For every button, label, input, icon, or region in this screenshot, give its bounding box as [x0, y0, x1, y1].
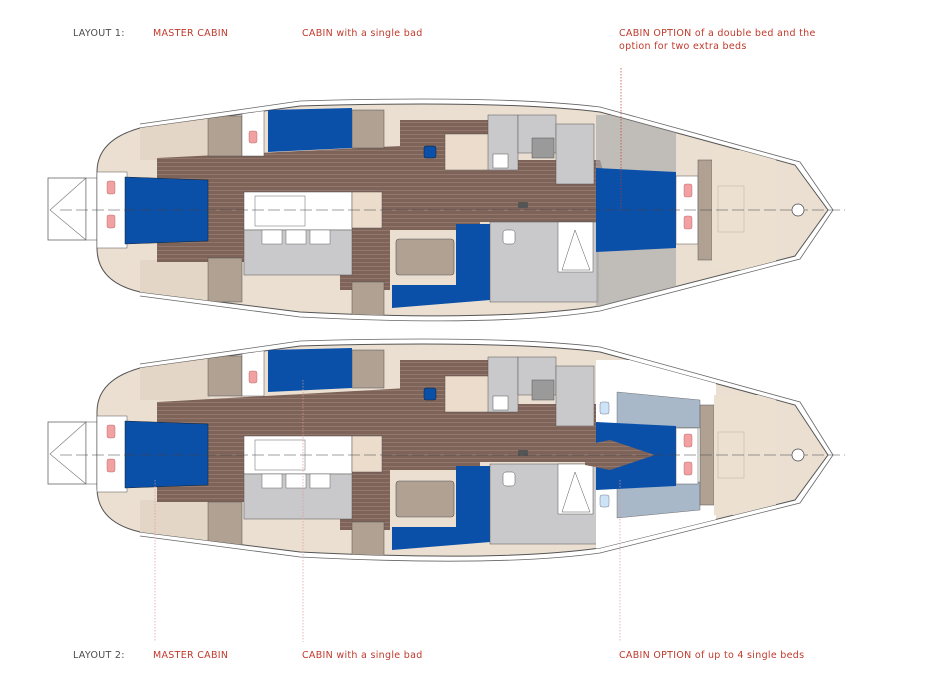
layout1-plan — [47, 68, 845, 322]
hatch — [518, 202, 528, 208]
layout2-master-cabin-label: MASTER CABIN — [153, 650, 229, 661]
wardrobe — [207, 355, 243, 397]
settee — [392, 224, 490, 308]
saloon-table — [395, 238, 455, 276]
master-bed — [124, 420, 209, 489]
wardrobe — [207, 257, 243, 303]
pillow — [248, 370, 258, 384]
hatch — [518, 450, 528, 456]
layout1-master-cabin-label: MASTER CABIN — [153, 28, 229, 39]
toilet — [502, 229, 516, 245]
chart-table — [444, 375, 490, 413]
pillow — [683, 461, 693, 476]
saloon-table — [395, 480, 455, 518]
wardrobe — [351, 109, 385, 149]
pillow — [106, 424, 116, 439]
layout1-cabin-option-label-line2: option for two extra beds — [619, 41, 747, 52]
pillow — [683, 433, 693, 448]
pillow — [683, 183, 693, 198]
pillow — [106, 214, 116, 229]
pillow — [599, 401, 610, 415]
swim-platform — [47, 177, 87, 241]
wardrobe — [351, 521, 385, 557]
companionway-stairs — [351, 435, 383, 473]
nav-seat — [423, 387, 437, 401]
toilet — [502, 471, 516, 487]
chart-table — [444, 133, 490, 171]
wardrobe — [351, 349, 385, 389]
layout1-cabin-option-label-line1: CABIN OPTION of a double bed and the — [619, 28, 816, 39]
wardrobe — [207, 501, 243, 547]
pillow — [599, 494, 610, 508]
layout2-cabin-single-label: CABIN with a single bad — [302, 650, 423, 661]
stove — [531, 137, 555, 159]
anchor-windlass — [791, 448, 805, 462]
nav-seat — [423, 145, 437, 159]
wardrobe — [351, 281, 385, 316]
pillow — [683, 215, 693, 230]
layout2-title: LAYOUT 2: — [73, 650, 125, 661]
stove — [531, 379, 555, 401]
master-bed — [124, 176, 209, 245]
single-bed — [268, 108, 352, 152]
single-bed — [268, 348, 352, 392]
pillow — [248, 130, 258, 144]
swim-platform — [47, 421, 87, 485]
layout1-cabin-single-label: CABIN with a single bad — [302, 28, 423, 39]
pillow — [106, 458, 116, 473]
settee — [392, 466, 490, 550]
wardrobe — [207, 115, 243, 157]
layout2-plan — [47, 338, 845, 642]
anchor-windlass — [791, 203, 805, 217]
sink — [492, 395, 509, 411]
layout2-cabin-option-label: CABIN OPTION of up to 4 single beds — [619, 650, 805, 661]
pillow — [106, 180, 116, 195]
layout1-title: LAYOUT 1: — [73, 28, 125, 39]
sink — [492, 153, 509, 169]
